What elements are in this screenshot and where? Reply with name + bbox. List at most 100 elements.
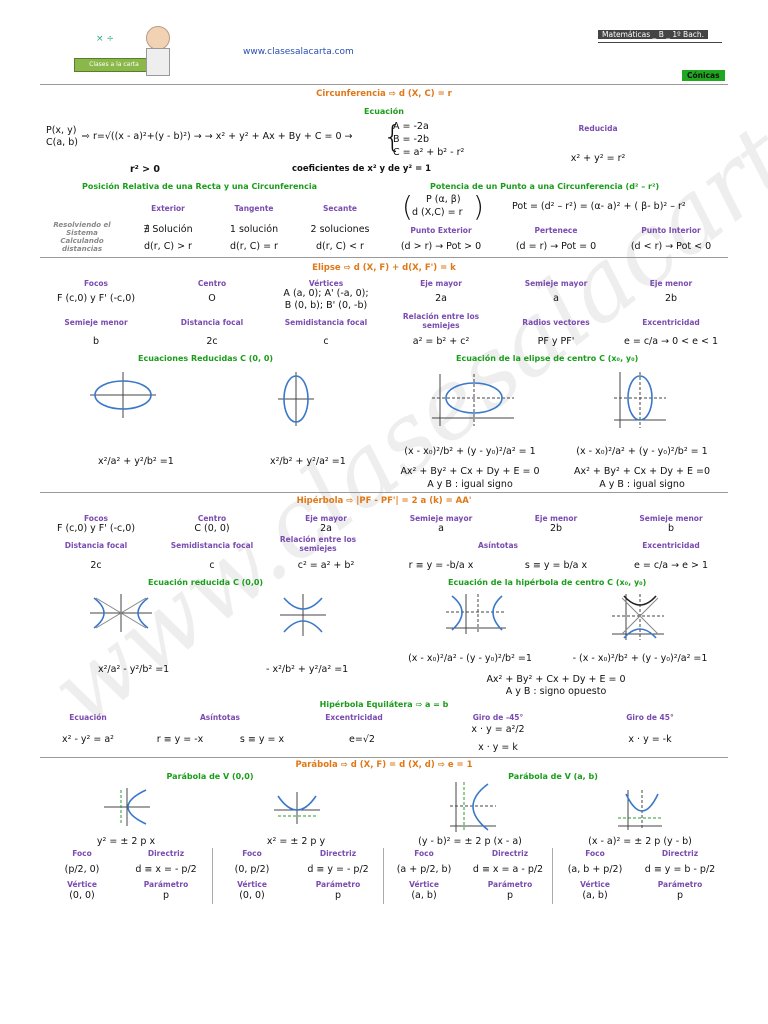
- p2-foco: (0, p/2): [234, 864, 270, 875]
- el-v-eje-mayor: 2a: [435, 293, 447, 304]
- p4-parametro-label: Parámetro: [657, 880, 703, 889]
- p4-vertice: (a, b): [582, 890, 608, 901]
- pos-h-secante: Secante: [322, 204, 358, 213]
- hi-h-semieje-mayor: Semieje mayor: [409, 514, 473, 523]
- el-gen2: Ax² + By² + Cx + Dy + E =0: [573, 466, 711, 477]
- el-h-radios: Radios vectores: [522, 318, 590, 327]
- hi-eq-v-asintota-s: s ≡ y = x: [239, 734, 285, 745]
- hi-h-asintotas: Asíntotas: [477, 541, 519, 550]
- parab-eq-3: (y - b)² = ± 2 p (x - a): [418, 836, 522, 847]
- pot-val-pertenece: (d = r) → Pot = 0: [515, 241, 597, 252]
- el-red-title: Ecuaciones Reducidas C (0, 0): [138, 354, 274, 363]
- p2-foco-label: Foco: [242, 849, 262, 858]
- hi-v-semidist-focal: c: [209, 560, 215, 571]
- hi-v-eje-menor: 2b: [549, 523, 563, 534]
- pos-sol-exterior: ∄ Solución: [143, 224, 193, 235]
- pos-dist-secante: d(r, C) < r: [316, 241, 364, 252]
- pot-val-interior: (d < r) → Pot < 0: [630, 241, 712, 252]
- pos-h-tangente: Tangente: [234, 204, 274, 213]
- p3-vertice-label: Vértice: [409, 880, 439, 889]
- p2-vertice: (0, 0): [239, 890, 265, 901]
- el-v-semieje-menor: b: [92, 336, 100, 347]
- hi-v-asintota-s: s ≡ y = b/a x: [524, 560, 588, 571]
- p4-foco: (a, b + p/2): [567, 864, 623, 875]
- hi-v-asintota-r: r ≡ y = -b/a x: [408, 560, 474, 571]
- logo: Clases a la carta × ÷: [72, 24, 182, 80]
- professor-head-icon: [146, 26, 170, 50]
- el-h-relacion: Relación entre los semiejes: [402, 312, 480, 330]
- hi-h-excentricidad: Excentricidad: [642, 541, 700, 550]
- topic-badge: Cónicas: [682, 70, 725, 81]
- hi-eq-v-giro-neg45: x · y = a²/2: [471, 724, 525, 735]
- el-v-semieje-mayor: a: [553, 293, 559, 304]
- pot-val-exterior: (d > r) → Pot > 0: [400, 241, 482, 252]
- hi-eq-v-excentricidad: e=√2: [349, 734, 375, 745]
- parab-eq-4: (x - a)² = ± 2 p (y - b): [588, 836, 692, 847]
- circ-pot-title: Potencia de un Punto a una Circunferenci…: [430, 182, 660, 191]
- p3-parametro-label: Parámetro: [487, 880, 533, 889]
- vertical-ellipse-icon: [278, 372, 314, 426]
- hi-eq-v-ecuacion: x² - y² = a²: [62, 734, 114, 745]
- elipse-title: Elipse ⇨ d (X, F) + d(X, F') = k: [312, 263, 456, 273]
- hi-h-centro: Centro: [197, 514, 227, 523]
- p3-foco: (a + p/2, b): [396, 864, 452, 875]
- circ-sys3: C = a² + b² - r²: [393, 147, 465, 158]
- pos-dist-exterior: d(r, C) > r: [144, 241, 192, 252]
- horizontal-parabola-icon: [104, 788, 150, 826]
- hi-h-semieje-menor: Semieje menor: [639, 514, 703, 523]
- el-gen1: Ax² + By² + Cx + Dy + E = 0: [400, 466, 540, 477]
- hi-cen-eq1: (x - x₀)²/a² - (y - y₀)²/b² =1: [408, 653, 532, 664]
- el-v-excentricidad: e = c/a → 0 < e < 1: [623, 336, 719, 347]
- hi-red-title: Ecuación reducida C (0,0): [148, 578, 264, 587]
- parab-eq-1: y² = ± 2 p x: [96, 836, 156, 847]
- p4-vertice-label: Vértice: [580, 880, 610, 889]
- horizontal-hyperbola-icon: [90, 594, 152, 632]
- hi-sign: A y B : signo opuesto: [505, 686, 607, 697]
- hi-v-dist-focal: 2c: [90, 560, 102, 571]
- el-h-excentricidad: Excentricidad: [642, 318, 700, 327]
- el-h-semieje-menor: Semieje menor: [64, 318, 128, 327]
- p4-directriz: d ≡ y = b - p/2: [644, 864, 716, 875]
- p4-parametro: p: [676, 890, 684, 901]
- el-v-relacion: a² = b² + c²: [412, 336, 470, 347]
- pot-def1: P (α, β): [426, 194, 461, 205]
- hi-eq-v-xy-k: x · y = k: [478, 742, 518, 753]
- p3-directriz: d ≡ x = a - p/2: [472, 864, 544, 875]
- el-v-focos: F (c,0) y F' (-c,0): [56, 293, 136, 304]
- site-url[interactable]: www.clasesalacarta.com: [243, 47, 354, 57]
- el-cen-title: Ecuación de la elipse de centro C (x₀, y…: [456, 354, 639, 363]
- hi-cen-eq2: - (x - x₀)²/b² + (y - y₀)²/a² =1: [572, 653, 708, 664]
- pos-sol-tangente: 1 solución: [229, 224, 279, 235]
- p3-vertice: (a, b): [411, 890, 437, 901]
- hi-v-eje-mayor: 2a: [320, 523, 332, 534]
- pot-h-exterior: Punto Exterior: [410, 226, 472, 235]
- el-h-eje-mayor: Eje mayor: [420, 279, 462, 288]
- el-v-centro: O: [208, 293, 216, 304]
- el-cen-eq1: (x - x₀)²/b² + (y - y₀)²/a² = 1: [404, 446, 536, 457]
- el-red-eq: x²/a² + y²/b² =1: [98, 456, 174, 467]
- circ-title: Circunferencia ⇨ d (X, C) = r: [316, 89, 452, 99]
- hi-v-centro: C (0, 0): [194, 523, 230, 534]
- pot-h-interior: Punto Interior: [641, 226, 701, 235]
- hi-eq-h-giro-neg45: Giro de -45°: [472, 713, 524, 722]
- shifted-vertical-parabola-icon: [618, 790, 662, 830]
- hi-eq-h-ecuacion: Ecuación: [69, 713, 107, 722]
- hi-eq-h-asintotas: Asíntotas: [199, 713, 241, 722]
- hi-h-semidist-focal: Semidistancia focal: [170, 541, 254, 550]
- pot-eq: Pot = (d² – r²) = (α- a)² + ( β- b)² – r…: [512, 201, 686, 212]
- shifted-vertical-hyperbola-icon: [612, 594, 664, 640]
- circ-eq-title: Ecuación: [364, 107, 404, 116]
- circ-pos-title: Posición Relativa de una Recta y una Cir…: [82, 182, 317, 191]
- p1-directriz-label: Directriz: [147, 849, 185, 858]
- el-v-eje-menor: 2b: [664, 293, 678, 304]
- hi-gen: Ax² + By² + Cx + Dy + E = 0: [486, 674, 626, 685]
- hi-v-focos: F (c,0) y F' (-c,0): [56, 523, 136, 534]
- p1-foco-label: Foco: [72, 849, 92, 858]
- el-sign1: A y B : igual signo: [427, 479, 513, 490]
- hi-eq-h-giro-45: Giro de 45°: [626, 713, 674, 722]
- horizontal-ellipse-icon: [90, 372, 156, 418]
- pos-dist-tangente: d(r, C) = r: [230, 241, 278, 252]
- parab-eq-2: x² = ± 2 p y: [266, 836, 326, 847]
- el-sign2: A y B : igual signo: [599, 479, 685, 490]
- hi-h-relacion: Relación entre los semiejes: [279, 535, 357, 553]
